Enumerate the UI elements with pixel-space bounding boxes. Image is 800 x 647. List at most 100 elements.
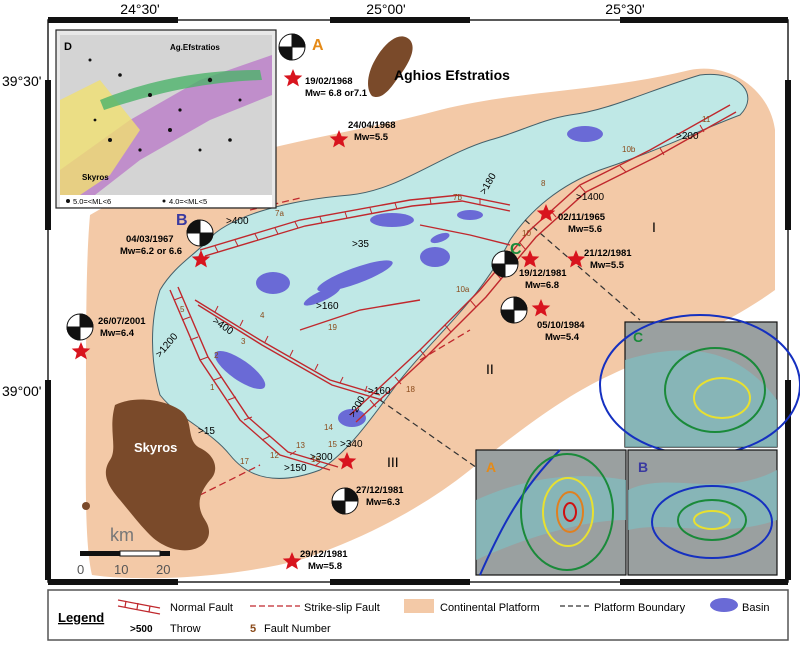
island-label-north: Aghios Efstratios <box>394 67 510 83</box>
legend-strike-slip: Strike-slip Fault <box>304 602 380 614</box>
focal-mechanisms <box>66 33 528 515</box>
beachball-icon <box>331 487 359 515</box>
beachball-icon <box>186 219 214 247</box>
lon-label-2: 25°00' <box>366 1 405 17</box>
svg-text:27/12/1981: 27/12/1981 <box>356 485 404 496</box>
svg-text:Mw=5.5: Mw=5.5 <box>354 132 389 143</box>
svg-text:18: 18 <box>406 385 415 394</box>
beachball-icon <box>66 313 94 341</box>
legend-box <box>47 589 789 641</box>
svg-text:14: 14 <box>324 423 333 432</box>
svg-text:>160: >160 <box>368 386 391 397</box>
star-icon <box>520 250 540 268</box>
fault-numbers: 1 2 3 4 5 7a 7b 8 10 10a 10b 11 12 13 14… <box>180 115 711 466</box>
sea-basin <box>152 73 749 479</box>
legend-normal-fault: Normal Fault <box>170 602 233 614</box>
legend-title: Legend <box>58 610 104 625</box>
svg-text:12: 12 <box>270 451 279 460</box>
legend-throw-value: >500 <box>130 624 153 635</box>
legend-platform: Continental Platform <box>440 602 540 614</box>
svg-text:>150: >150 <box>284 463 307 474</box>
svg-text:5: 5 <box>180 305 185 314</box>
legend-normal-fault-symbol <box>117 599 161 615</box>
legend-platform-swatch <box>404 599 434 613</box>
legend-basin-swatch <box>710 598 738 612</box>
svg-text:15: 15 <box>328 440 337 449</box>
focal-label-b: B <box>176 212 188 229</box>
svg-text:4: 4 <box>260 311 265 320</box>
svg-text:>15: >15 <box>198 426 215 437</box>
svg-text:21/12/1981: 21/12/1981 <box>584 248 632 259</box>
svg-text:24/04/1968: 24/04/1968 <box>348 120 396 131</box>
svg-text:>340: >340 <box>340 439 363 450</box>
svg-text:Mw=6.3: Mw=6.3 <box>366 497 400 508</box>
inset-c-label: C <box>633 329 643 345</box>
scale-tick-10: 10 <box>114 562 128 577</box>
platform-boundary <box>379 219 641 471</box>
svg-text:Mw=6.2 or 6.6: Mw=6.2 or 6.6 <box>120 246 182 257</box>
star-icon <box>191 250 211 268</box>
star-icon <box>566 250 586 268</box>
legend-fault-number-value: 5 <box>250 623 256 635</box>
inset-d <box>55 29 277 209</box>
lat-label-1: 39°30' <box>2 73 41 89</box>
star-icon <box>329 130 349 148</box>
svg-text:19/02/1968: 19/02/1968 <box>305 76 353 87</box>
island-label-south: Skyros <box>134 440 177 455</box>
svg-text:19: 19 <box>328 323 337 332</box>
star-icon <box>536 204 556 222</box>
svg-text:02/11/1965: 02/11/1965 <box>558 212 606 223</box>
legend-throw-label: Throw <box>170 623 201 635</box>
svg-text:16: 16 <box>311 455 320 464</box>
inset-b <box>627 449 778 576</box>
svg-text:Mw=6.8: Mw=6.8 <box>525 280 559 291</box>
island-skyros <box>105 399 216 551</box>
inset-c <box>599 314 800 456</box>
normal-faults <box>169 104 737 471</box>
scale-unit: km <box>110 525 134 545</box>
zone-label-3: III <box>387 454 399 470</box>
inset-d-legend-a: 5.0=<ML<6 <box>73 197 111 206</box>
beachball-icon <box>500 296 528 324</box>
star-icon <box>282 552 302 570</box>
island-aghios-efstratios <box>368 36 413 98</box>
scale-tick-20: 20 <box>156 562 170 577</box>
beachball-icon <box>491 250 519 278</box>
islet <box>82 502 90 510</box>
inset-d-title: Ag.Efstratios <box>170 43 220 52</box>
inset-d-label: D <box>64 41 72 53</box>
svg-text:13: 13 <box>296 441 305 450</box>
svg-text:8: 8 <box>541 179 546 188</box>
svg-text:3: 3 <box>241 337 246 346</box>
svg-text:Mw=5.8: Mw=5.8 <box>308 561 342 572</box>
svg-text:Mw= 6.8 or7.1: Mw= 6.8 or7.1 <box>305 88 368 99</box>
svg-text:>300: >300 <box>310 452 333 463</box>
lon-label-3: 25°30' <box>605 1 644 17</box>
svg-text:19/12/1981: 19/12/1981 <box>519 268 567 279</box>
svg-text:17: 17 <box>240 457 249 466</box>
zone-label-1: I <box>652 219 656 235</box>
svg-text:05/10/1984: 05/10/1984 <box>537 320 585 331</box>
legend-basin: Basin <box>742 602 770 614</box>
svg-text:Mw=6.4: Mw=6.4 <box>100 328 135 339</box>
svg-text:26/07/2001: 26/07/2001 <box>98 316 146 327</box>
inset-b-label: B <box>638 459 648 475</box>
earthquake-stars <box>71 69 586 570</box>
svg-text:>200: >200 <box>676 131 699 142</box>
svg-text:>160: >160 <box>316 301 339 312</box>
basins <box>214 126 603 427</box>
fault-hatches <box>173 124 705 467</box>
inset-d-legend-b: 4.0=<ML<5 <box>169 197 207 206</box>
svg-text:10: 10 <box>522 229 531 238</box>
svg-text:7a: 7a <box>275 209 284 218</box>
svg-text:>1400: >1400 <box>576 192 605 203</box>
svg-text:11: 11 <box>702 115 711 124</box>
svg-text:10a: 10a <box>456 285 470 294</box>
star-icon <box>531 299 551 317</box>
svg-text:2: 2 <box>214 351 219 360</box>
svg-text:>400: >400 <box>226 216 249 227</box>
svg-text:Mw=5.5: Mw=5.5 <box>590 260 625 271</box>
frame-ticks <box>45 17 791 585</box>
star-icon <box>71 342 91 360</box>
